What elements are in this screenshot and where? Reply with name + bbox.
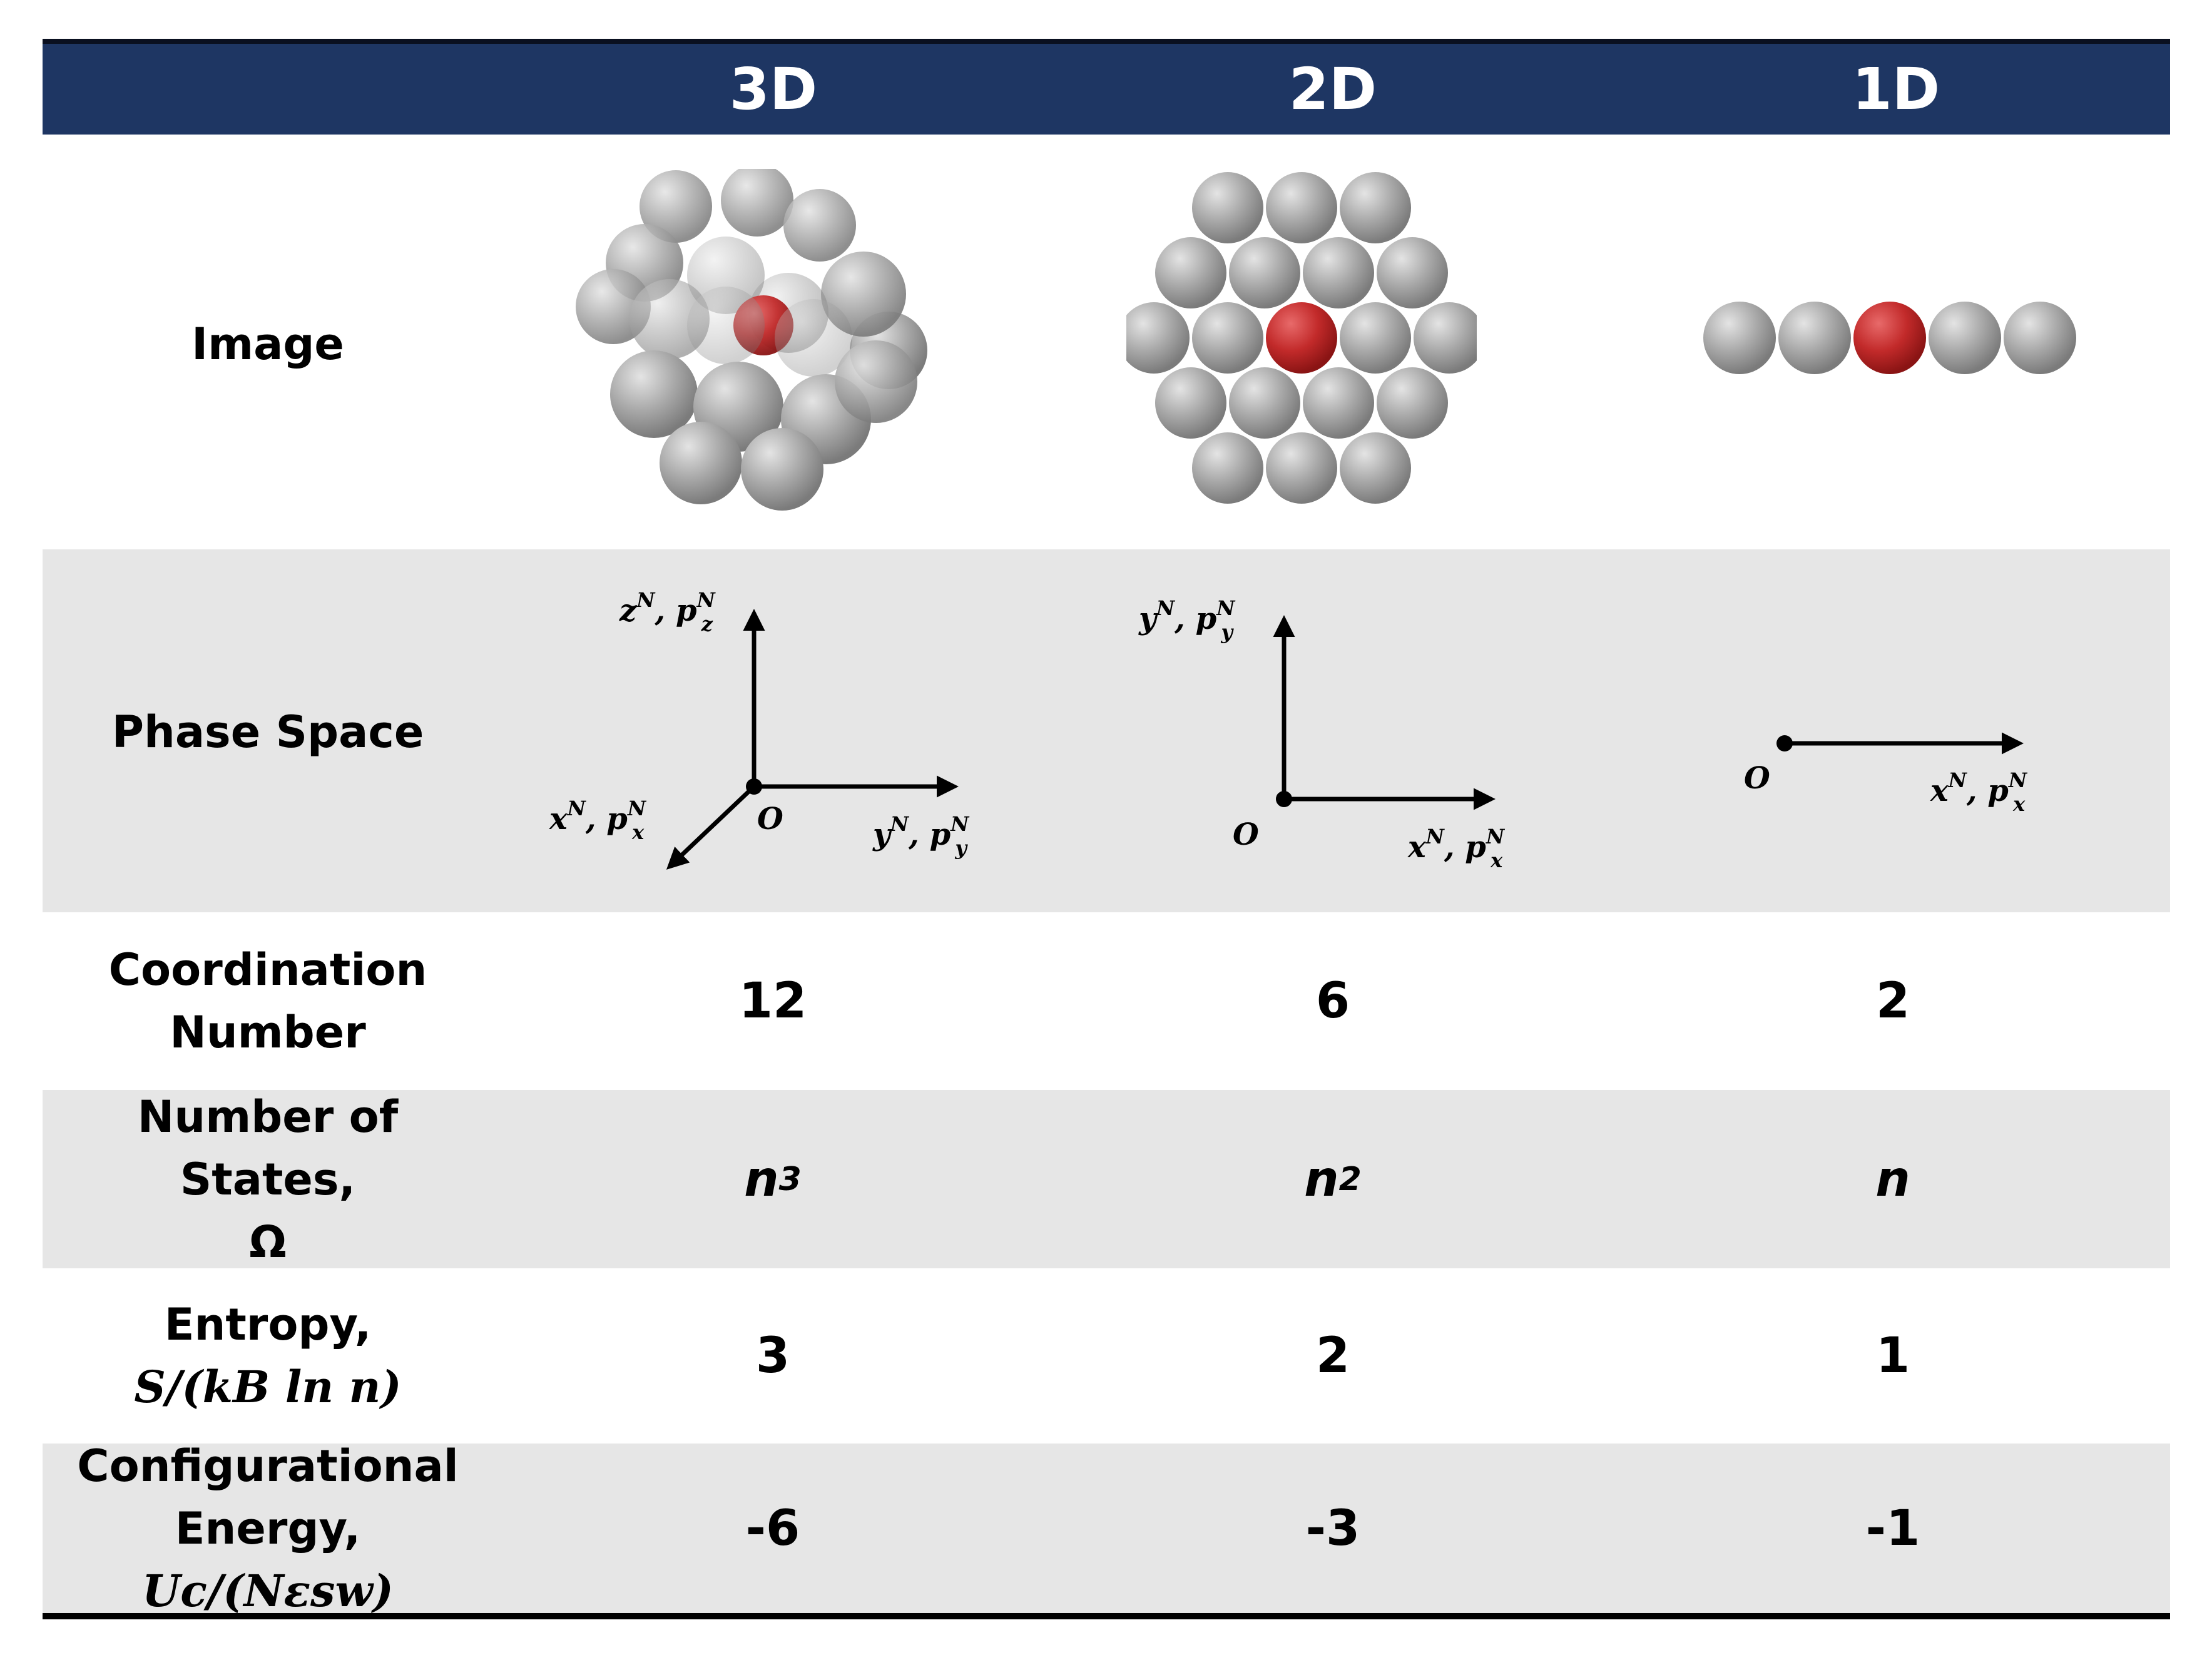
origin-2d: O <box>1233 817 1259 852</box>
origin-1d: O <box>1744 761 1770 796</box>
table-bottom-rule <box>43 1613 2170 1619</box>
coordination-2d: 6 <box>1315 973 1350 1029</box>
table-header: 3D 2D 1D <box>43 44 2170 135</box>
phase-space-label-text: Phase Space <box>111 706 424 758</box>
states-label-line1: Number of States, <box>137 1091 399 1205</box>
header-2d: 2D <box>1288 56 1377 123</box>
center-sphere <box>1853 302 1926 374</box>
states-label-line2: Ω <box>249 1216 287 1268</box>
sphere <box>1155 367 1226 439</box>
sphere <box>1192 172 1263 243</box>
coordination-3d: 12 <box>738 973 807 1029</box>
sphere <box>1414 302 1477 374</box>
center-sphere <box>1266 302 1337 374</box>
energy-row-bg <box>43 1444 2170 1613</box>
entropy-label-line2: S/(kB ln n) <box>134 1361 402 1413</box>
phase-space-row-bg <box>43 549 2170 912</box>
sphere <box>1340 172 1411 243</box>
sphere <box>1266 172 1337 243</box>
sphere <box>2004 302 2076 374</box>
sphere <box>1229 237 1300 308</box>
row-label-entropy: Entropy, S/(kB ln n) <box>43 1268 493 1444</box>
states-1d-base: n <box>1875 1151 1910 1208</box>
sphere <box>1377 367 1448 439</box>
sphere <box>1229 367 1300 439</box>
sphere <box>1340 432 1411 504</box>
energy-label-line2: Energy, Uc/(Nεsw) <box>43 1497 493 1622</box>
energy-label-math: Uc/(Nεsw) <box>142 1564 394 1617</box>
entropy-label-line1: Entropy, <box>164 1299 372 1350</box>
sphere <box>1340 302 1411 374</box>
image-1d-chain <box>1703 302 2076 374</box>
origin-3d: O <box>757 802 783 837</box>
sphere <box>1703 302 1776 374</box>
entropy-1d: 1 <box>1875 1328 1910 1384</box>
sphere <box>1303 367 1374 439</box>
header-3d: 3D <box>729 56 818 123</box>
entropy-3d: 3 <box>755 1328 790 1384</box>
row-label-energy: Configurational Energy, Uc/(Nεsw) <box>43 1440 493 1617</box>
row-label-image: Image <box>43 275 493 413</box>
sphere <box>1266 432 1337 504</box>
energy-label-line1: Configurational <box>77 1440 459 1492</box>
states-3d-base: n <box>744 1151 779 1208</box>
coordination-label-line2: Number <box>170 1007 366 1058</box>
states-row-bg <box>43 1090 2170 1268</box>
row-label-states: Number of States, Ω <box>43 1090 493 1268</box>
entropy-2d: 2 <box>1315 1328 1350 1384</box>
row-label-coordination: Coordination Number <box>43 912 493 1090</box>
energy-3d: -6 <box>745 1500 800 1557</box>
states-2d-base: n <box>1304 1151 1339 1208</box>
image-label-text: Image <box>191 318 344 370</box>
coordination-1d: 2 <box>1875 973 1910 1029</box>
energy-1d: -1 <box>1865 1500 1920 1557</box>
image-3d-cluster <box>576 169 927 511</box>
coordination-label-line1: Coordination <box>108 944 427 996</box>
sphere <box>1778 302 1851 374</box>
energy-2d: -3 <box>1305 1500 1360 1557</box>
header-1d: 1D <box>1852 56 1940 123</box>
image-2d-hex-layer <box>1126 172 1477 504</box>
sphere <box>1155 237 1226 308</box>
sphere <box>1929 302 2001 374</box>
states-1d: n <box>1736 1090 2049 1268</box>
energy-label-prefix: Energy, <box>175 1502 361 1554</box>
sphere <box>1377 237 1448 308</box>
sphere <box>1192 302 1263 374</box>
sphere <box>1192 432 1263 504</box>
table-top-rule <box>43 39 2170 44</box>
row-label-phase-space: Phase Space <box>43 663 493 801</box>
sphere <box>1126 302 1190 374</box>
front-spheres <box>610 287 917 511</box>
sphere <box>1303 237 1374 308</box>
